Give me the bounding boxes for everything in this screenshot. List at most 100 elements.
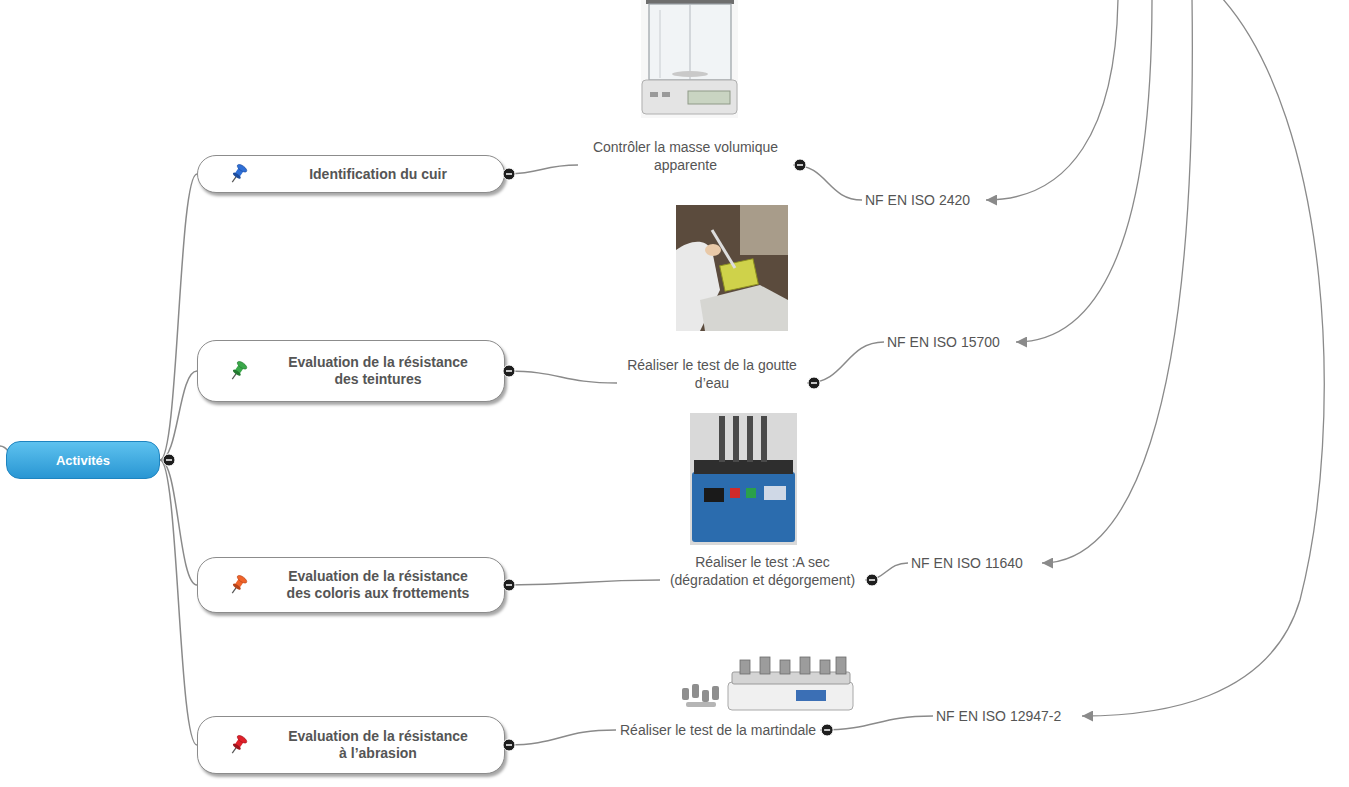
node-text: Réaliser le test :A sec (dégradation et … — [664, 553, 861, 589]
main-topic-box: Identification du cuir — [197, 155, 505, 193]
collapse-button — [808, 377, 820, 389]
branch-line — [807, 342, 884, 383]
collapse-dot — [866, 574, 878, 586]
test-head — [800, 657, 810, 674]
main-topic-box: Evaluation de la résistance des coloris … — [197, 557, 505, 613]
pin-needle — [232, 587, 237, 594]
balance-display — [688, 91, 730, 104]
collapse-button — [503, 168, 515, 180]
loose-parts — [682, 684, 719, 707]
reference-arrow — [1082, 0, 1324, 716]
balance-picture — [641, 0, 738, 118]
reference-arrow — [986, 0, 1118, 200]
minus-sign — [506, 744, 512, 746]
drop-test-picture — [676, 205, 788, 331]
bench — [700, 285, 788, 331]
shield-edge — [690, 4, 691, 80]
collapse-button — [866, 574, 878, 586]
pin-body — [234, 578, 244, 588]
minus-sign — [869, 579, 875, 581]
rubbing-arm — [733, 416, 739, 462]
node-text: Réaliser le test de la martindale — [620, 721, 816, 739]
node-text: Réaliser le test de la goutte d’eau — [621, 356, 803, 392]
branch-line — [160, 460, 197, 745]
collapse-dot — [808, 377, 820, 389]
sample-tray — [720, 259, 759, 292]
picture-ground — [641, 0, 738, 118]
pin-base — [232, 369, 241, 377]
subtopic: Réaliser le test :A sec (dégradation et … — [660, 553, 865, 589]
reference-arrows — [986, 0, 1324, 716]
central-topic: Activités — [6, 441, 160, 479]
rubbing-arm — [761, 416, 767, 462]
pin-needle — [232, 373, 237, 380]
hand — [705, 244, 721, 256]
sample-holder — [682, 688, 689, 700]
sample-holder — [692, 684, 699, 698]
balance-base — [642, 80, 737, 114]
collapse-dot — [503, 579, 515, 591]
test-heads — [740, 657, 846, 674]
collapse-button — [503, 365, 515, 377]
pin-head — [236, 734, 248, 744]
subtopic: Réaliser le test de la goutte d’eau — [617, 356, 807, 392]
node-text: Contrôler la masse volumique apparente — [582, 138, 789, 174]
pushpin — [228, 163, 248, 185]
branch-line — [160, 460, 197, 585]
connectors — [160, 165, 933, 745]
reference-arrow — [1016, 0, 1152, 342]
branch-line — [505, 165, 578, 174]
photo-ground — [676, 205, 788, 331]
collapse-buttons — [163, 159, 878, 751]
rubbing-arms — [722, 416, 764, 462]
branch-line — [160, 174, 197, 460]
tester-label — [764, 486, 786, 500]
balance-key — [650, 92, 658, 97]
minus-sign — [797, 164, 803, 166]
pushpin — [228, 360, 248, 382]
standard-reference: NF EN ISO 2420 — [862, 191, 973, 209]
minus-sign — [506, 173, 512, 175]
branch-line — [160, 371, 197, 460]
tester-top-plate — [694, 460, 793, 474]
tester-switch — [704, 488, 724, 502]
pin-base — [232, 743, 241, 751]
branch-line — [820, 716, 933, 730]
machine-display — [796, 690, 826, 701]
minus-sign — [506, 370, 512, 372]
weight-plate — [686, 702, 716, 707]
rub-tester-picture — [690, 413, 797, 545]
node-text: NF EN ISO 11640 — [911, 554, 1023, 572]
collapse-dot — [163, 454, 175, 466]
minus-sign — [506, 584, 512, 586]
pushpin — [228, 734, 248, 756]
collapse-button — [821, 724, 833, 736]
pin-body — [234, 364, 244, 374]
branch-line — [505, 371, 617, 383]
collapse-dot — [503, 365, 515, 377]
test-head — [760, 657, 770, 674]
pin-base — [232, 583, 241, 591]
sample-holder — [712, 686, 719, 700]
main-topic-box: Evaluation de la résistance à l’abrasion — [197, 716, 505, 774]
collapse-button — [503, 739, 515, 751]
minus-sign — [824, 729, 830, 731]
pin-head — [236, 360, 248, 370]
tester-body — [692, 472, 795, 542]
collapse-button — [503, 579, 515, 591]
photo-ground — [690, 413, 797, 545]
pin-head — [236, 163, 248, 173]
standard-reference: NF EN ISO 11640 — [908, 554, 1026, 572]
rubbing-arm — [747, 416, 753, 462]
branch-line — [505, 580, 660, 585]
standard-reference: NF EN ISO 15700 — [884, 333, 1003, 351]
test-head — [780, 660, 790, 674]
node-text: NF EN ISO 15700 — [887, 333, 1000, 351]
minus-sign — [811, 382, 817, 384]
node-text: Identification du cuir — [309, 166, 447, 183]
weighing-pan — [672, 71, 708, 77]
collapse-dot — [503, 739, 515, 751]
main-topic-box: Evaluation de la résistance des teinture… — [197, 340, 505, 402]
node-text: NF EN ISO 2420 — [865, 191, 970, 209]
